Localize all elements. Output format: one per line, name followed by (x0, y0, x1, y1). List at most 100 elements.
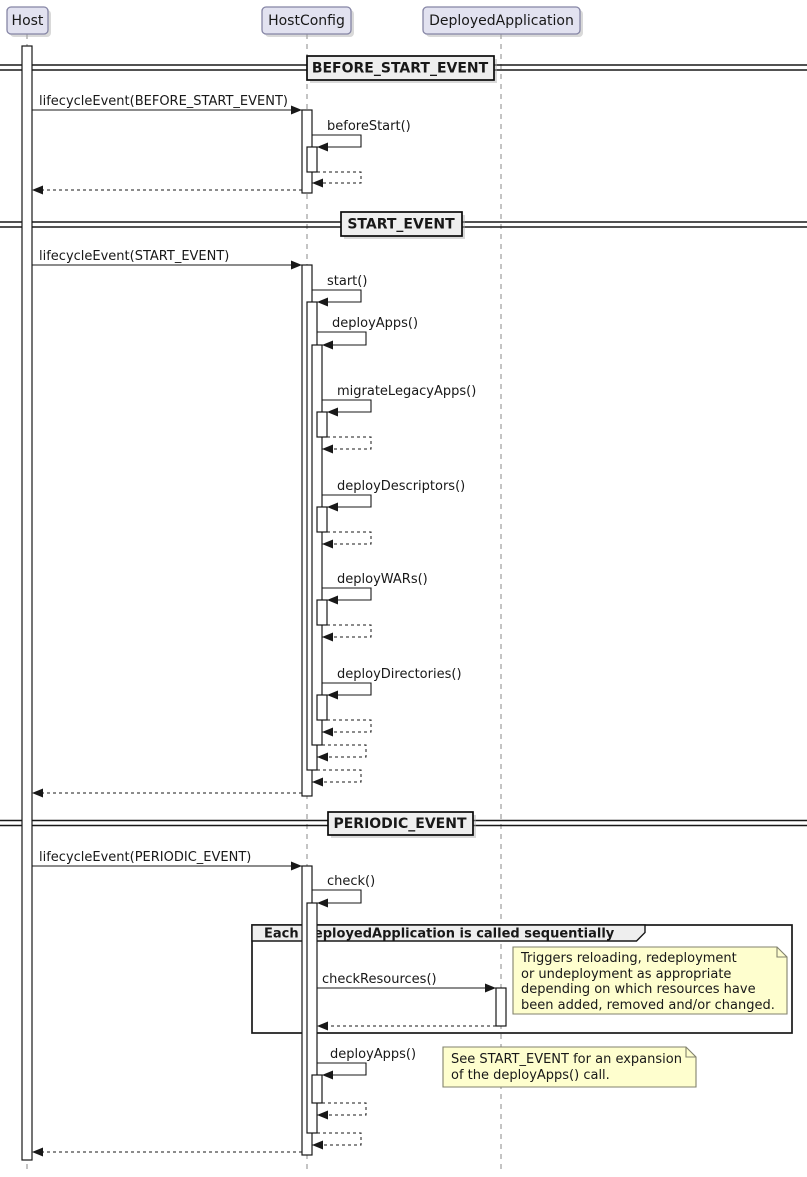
participant-box (422, 6, 581, 35)
activation-host (21, 45, 33, 1161)
participant-host: Host (6, 6, 51, 37)
participant-label: Host (12, 13, 44, 29)
section-start-event: lifecycleEvent(START_EVENT) start() depl… (32, 249, 476, 798)
message-beforestart-label: beforeStart() (327, 119, 411, 134)
message-deploydescriptors-self-arrow (322, 494, 372, 508)
message-check-label: check() (327, 874, 375, 889)
arrowhead-left (327, 407, 338, 417)
arrowhead-left (322, 444, 333, 454)
arrowhead-right (291, 105, 302, 115)
activation-hostconfig-check (306, 902, 318, 1134)
message-deployapps-label: deployApps() (332, 316, 418, 331)
message-deploywars-self-arrow (322, 587, 372, 601)
arrowhead-right (485, 983, 496, 993)
arrowhead-right (291, 260, 302, 270)
message-deployapps-self-arrow (317, 331, 367, 346)
arrowhead-left (327, 690, 338, 700)
arrowhead-left (327, 595, 338, 605)
message-deploydirectories-label: deployDirectories() (337, 667, 462, 682)
arrowhead-left (322, 1070, 333, 1080)
message-checkresources-label: checkResources() (322, 972, 437, 987)
activation-bars (21, 45, 507, 1161)
message-deployapps-periodic-self-arrow (317, 1062, 367, 1076)
arrowhead-left (312, 1140, 323, 1150)
message-deploywars-label: deployWARs() (337, 572, 428, 587)
arrowhead-left (327, 502, 338, 512)
divider-start-event: START_EVENT (0, 211, 807, 239)
message-start-self-arrow (312, 289, 362, 303)
arrowhead-left (32, 185, 43, 195)
participant-label: DeployedApplication (429, 13, 574, 29)
participant-deployedapplication: DeployedApplication (422, 6, 583, 37)
message-migratelegacyapps-label: migrateLegacyApps() (337, 384, 476, 399)
message-beforestart-self-arrow (312, 134, 362, 148)
activation-hostconfig-deploydescriptors (316, 506, 328, 533)
participant-box (261, 6, 352, 35)
arrowhead-left (317, 1110, 328, 1120)
return-deploywars-arrow (322, 624, 372, 638)
message-start-label: start() (327, 274, 367, 289)
note-fold-corner (776, 947, 787, 958)
divider-box (340, 211, 463, 237)
activation-hostconfig-beforestart (306, 146, 318, 173)
activation-hostconfig-migratelegacyapps (316, 411, 328, 438)
section-before-start-event: lifecycleEvent(BEFORE_START_EVENT) befor… (32, 94, 411, 195)
group-sequential-calls: Each DeployedApplication is called seque… (251, 924, 793, 1034)
message-check-self-arrow (312, 889, 362, 904)
note-line: depending on which resources have (521, 982, 756, 997)
arrowhead-left (322, 539, 333, 549)
activation-deployedapplication-checkresources (495, 987, 507, 1027)
arrowhead-left (317, 297, 328, 307)
note-checkresources: Triggers reloading, redeployment or unde… (512, 946, 788, 1015)
group-label: Each DeployedApplication is called seque… (264, 927, 615, 942)
participant-box (6, 6, 49, 35)
note-line: Triggers reloading, redeployment (520, 951, 737, 966)
lifelines (26, 34, 502, 1172)
note-line: of the deployApps() call. (451, 1068, 610, 1083)
participant-hostconfig: HostConfig (261, 6, 354, 37)
arrowhead-left (32, 788, 43, 798)
message-lifecycle-periodic-label: lifecycleEvent(PERIODIC_EVENT) (39, 850, 251, 865)
activation-hostconfig-deployapps-periodic (311, 1074, 323, 1104)
return-migratelegacyapps-arrow (322, 436, 372, 450)
message-deployapps-periodic-label: deployApps() (330, 1047, 416, 1062)
activation-hostconfig-deployapps (311, 344, 323, 746)
note-line: See START_EVENT for an expansion (451, 1052, 682, 1067)
divider-before-start-event: BEFORE_START_EVENT (0, 55, 807, 83)
message-lifecycle-before-start-label: lifecycleEvent(BEFORE_START_EVENT) (39, 94, 288, 109)
divider-box (327, 811, 474, 836)
note-fold-corner (685, 1047, 696, 1058)
divider-box (306, 55, 495, 81)
divider-label: START_EVENT (347, 217, 455, 233)
message-migratelegacyapps-self-arrow (322, 399, 372, 413)
activation-hostconfig-deploywars (316, 599, 328, 626)
return-check-arrow (312, 1132, 362, 1146)
message-lifecycle-start-label: lifecycleEvent(START_EVENT) (39, 249, 229, 264)
arrowhead-left (317, 752, 328, 762)
note-deployapps: See START_EVENT for an expansion of the … (442, 1046, 697, 1088)
arrowhead-left (312, 178, 323, 188)
return-deploydescriptors-arrow (322, 531, 372, 545)
arrowhead-left (322, 632, 333, 642)
arrowhead-left (32, 1147, 43, 1157)
section-periodic-event: lifecycleEvent(PERIODIC_EVENT) check() c… (32, 850, 496, 1157)
divider-label: BEFORE_START_EVENT (312, 61, 489, 77)
arrowhead-right (291, 861, 302, 871)
return-deployapps-periodic-arrow (317, 1102, 367, 1116)
return-deploydirectories-arrow (322, 719, 372, 733)
return-deployapps-arrow (317, 744, 367, 758)
message-deploydescriptors-label: deployDescriptors() (337, 479, 465, 494)
divider-label: PERIODIC_EVENT (333, 816, 466, 832)
note-body (512, 946, 788, 1015)
arrowhead-left (317, 1021, 328, 1031)
message-deploydirectories-self-arrow (322, 682, 372, 696)
activation-hostconfig-deploydirectories (316, 694, 328, 721)
participant-label: HostConfig (268, 13, 345, 29)
group-header (251, 924, 646, 942)
divider-periodic-event: PERIODIC_EVENT (0, 811, 807, 838)
note-line: or undeployment as appropriate (521, 967, 731, 982)
arrowhead-left (312, 777, 323, 787)
return-start-arrow (312, 769, 362, 783)
note-line: been added, removed and/or changed. (521, 998, 775, 1013)
